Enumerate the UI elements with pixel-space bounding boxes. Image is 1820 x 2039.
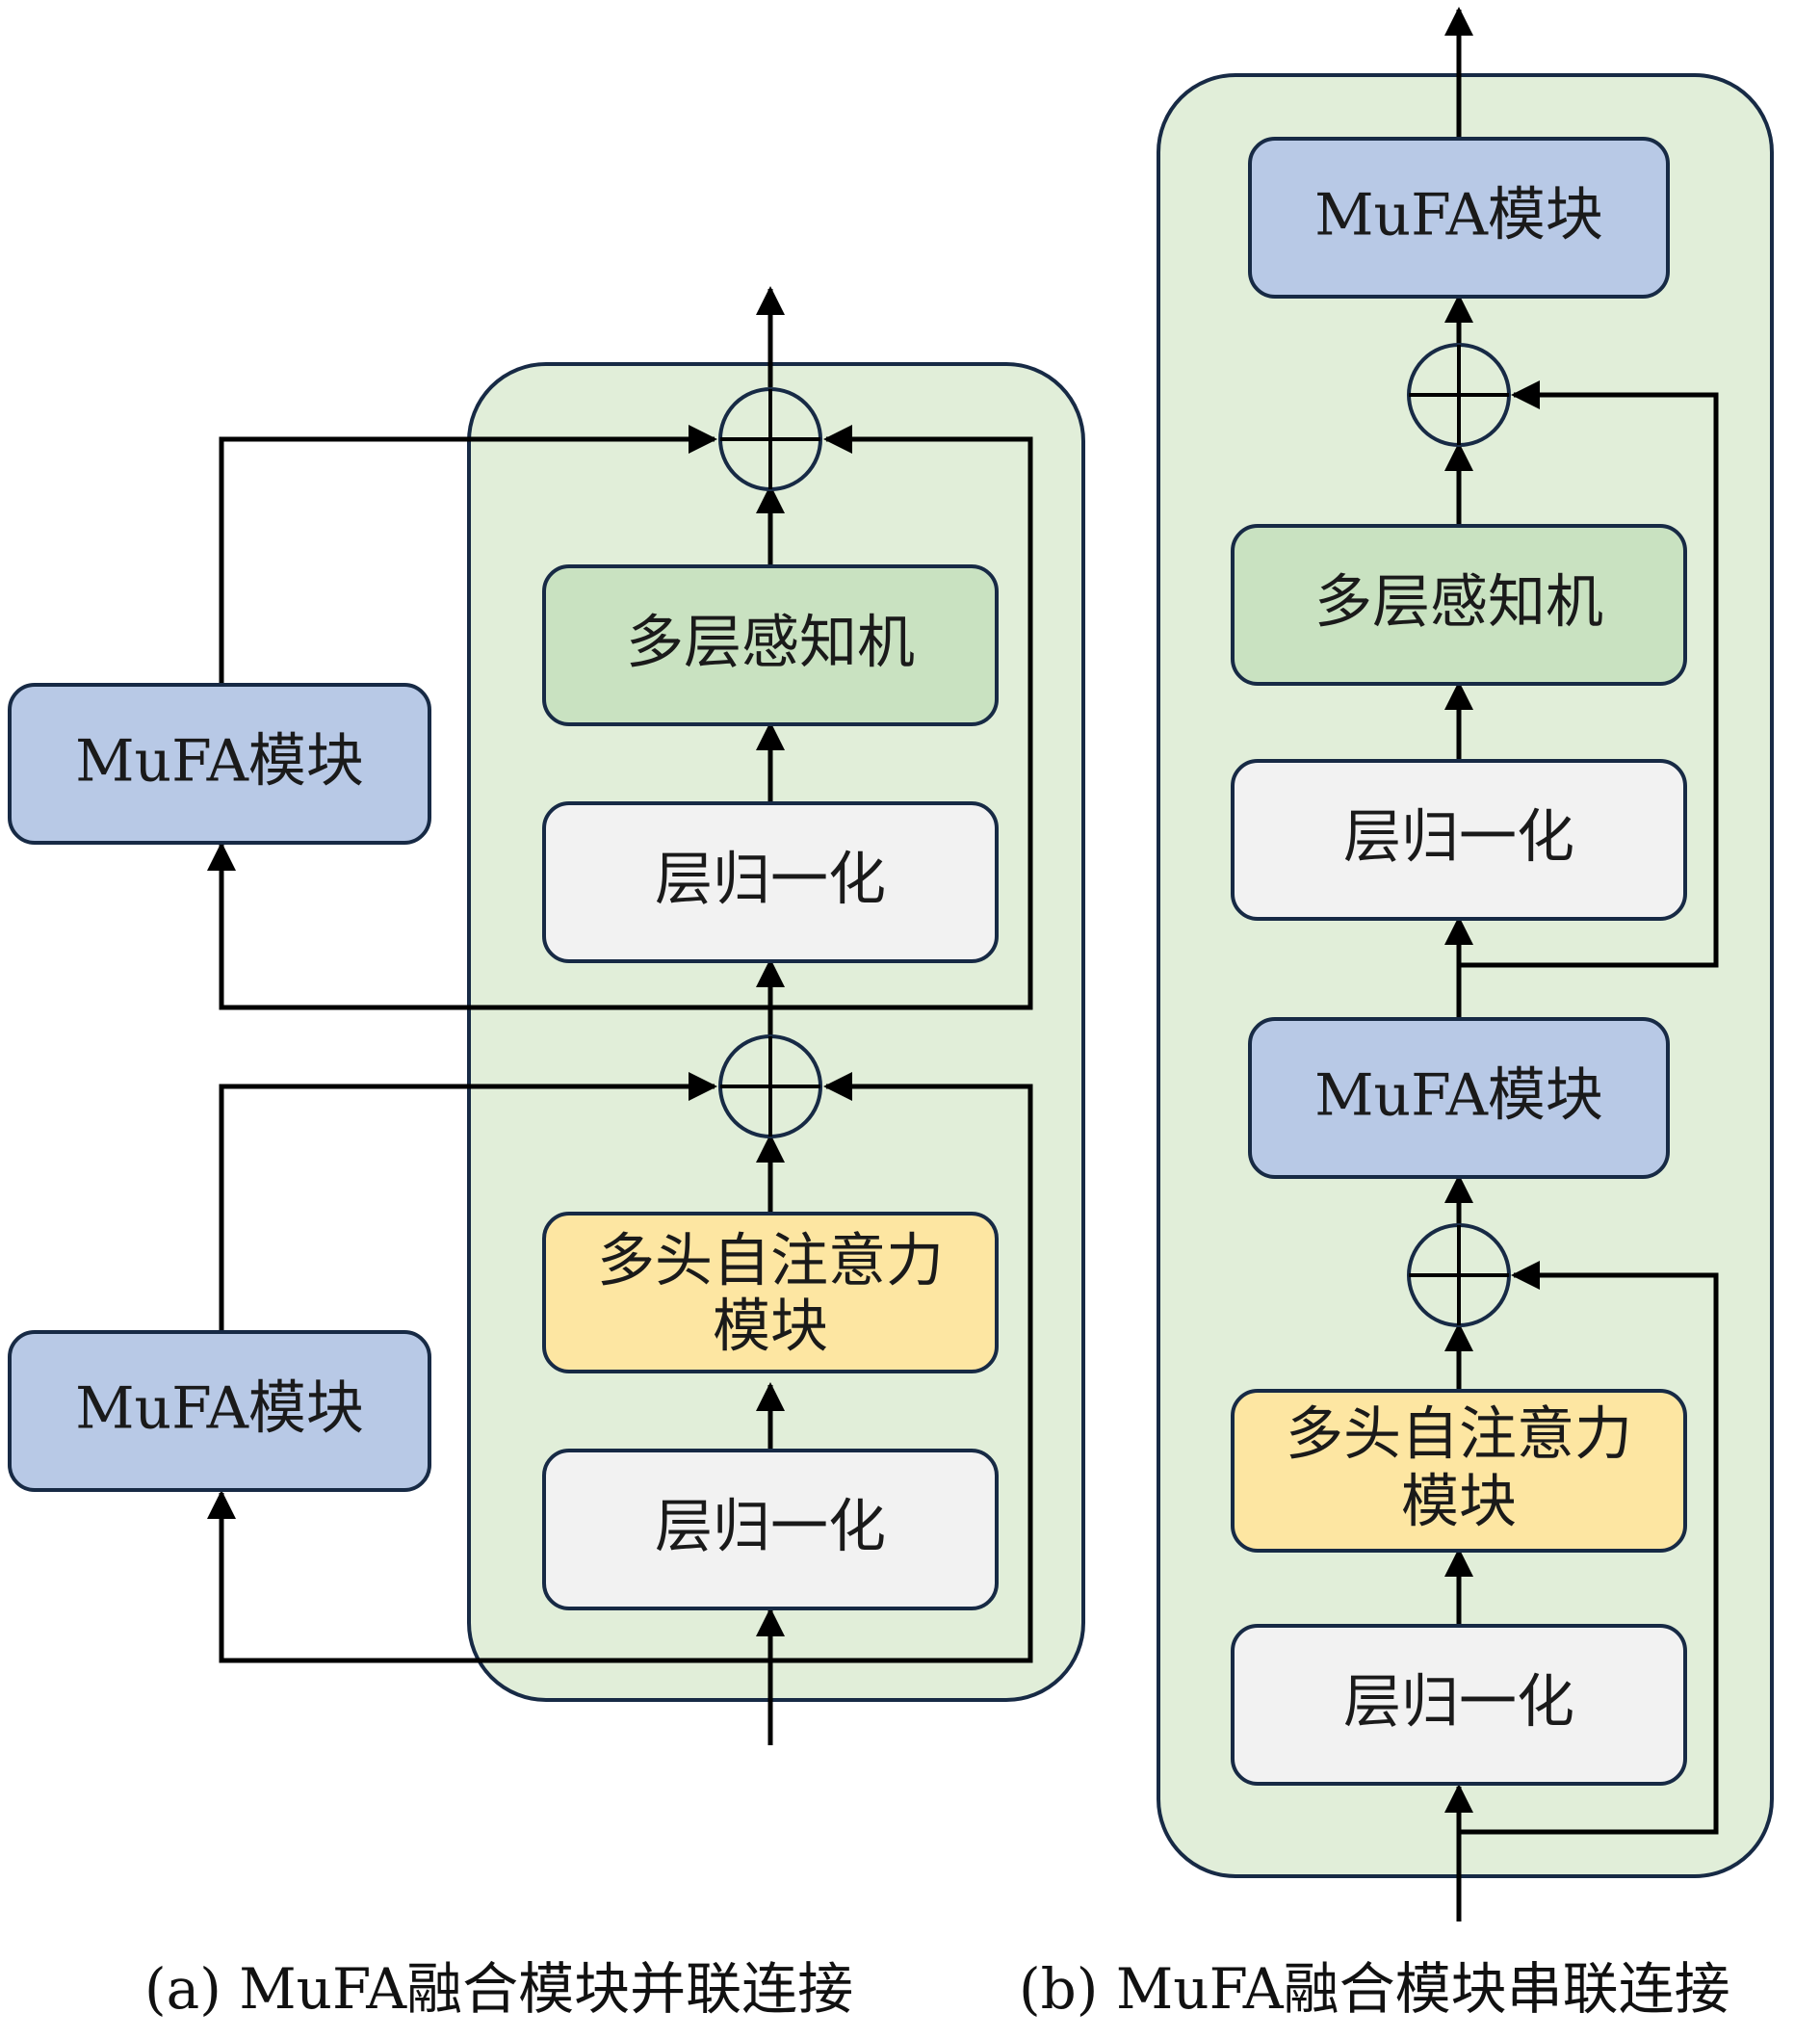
mlp-box-a <box>542 564 999 726</box>
norm-bottom-box-a <box>542 1449 999 1610</box>
panel-b: MuFA模块 多层感知机 层归一化 MuFA模块 多头自注意力 模块 层归一化 … <box>1019 7 1774 2022</box>
mufa-top-label-a: MuFA模块 <box>75 728 364 796</box>
add-node-top-b <box>1407 343 1511 447</box>
mufa-top-label-b: MuFA模块 <box>1314 182 1603 249</box>
mufa-mid-label-b: MuFA模块 <box>1314 1062 1603 1130</box>
attn-box-a <box>542 1212 999 1373</box>
branch-to-mufa-top-a <box>207 842 1030 1010</box>
mufa-bottom-to-add1-a <box>219 1072 717 1332</box>
attn-box-b <box>1231 1389 1687 1553</box>
panel-a: 多层感知机 层归一化 多头自注意力 模块 层归一化 MuFA模块 MuFA模块 … <box>8 286 1085 2022</box>
add-node-top-a <box>718 387 822 491</box>
caption-a: (a) MuFA融合模块并联连接 <box>144 1956 853 2022</box>
norm-bottom-label-b: 层归一化 <box>1343 1669 1574 1737</box>
mlp-box-b <box>1231 524 1687 686</box>
mlp-label-a: 多层感知机 <box>626 610 915 677</box>
mufa-bottom-label-a: MuFA模块 <box>75 1375 364 1443</box>
mufa-mid-box-b <box>1248 1017 1670 1179</box>
attn-label-line2-b: 模块 <box>1401 1469 1517 1536</box>
branch-to-mufa-bottom-a <box>207 1490 1030 1663</box>
add-node-bottom-b <box>1407 1223 1511 1327</box>
caption-b: (b) MuFA融合模块串联连接 <box>1019 1956 1730 2022</box>
norm-top-box-b <box>1231 759 1687 921</box>
norm-bottom-label-a: 层归一化 <box>655 1494 886 1561</box>
add-node-bottom-a <box>718 1034 822 1138</box>
residual-top-b <box>1459 380 1719 968</box>
mufa-top-box-a <box>8 683 431 845</box>
attn-label-line2-a: 模块 <box>713 1294 828 1361</box>
mufa-top-to-add2-a <box>219 425 717 685</box>
norm-bottom-box-b <box>1231 1624 1687 1786</box>
mufa-top-box-b <box>1248 137 1670 299</box>
residual-bottom-b <box>1459 1261 1719 1835</box>
attn-label-line1-b: 多头自注意力 <box>1286 1401 1632 1469</box>
norm-top-label-a: 层归一化 <box>655 847 886 914</box>
norm-top-box-a <box>542 801 999 963</box>
norm-top-label-b: 层归一化 <box>1343 804 1574 872</box>
mufa-bottom-box-a <box>8 1330 431 1492</box>
attn-label-line1-a: 多头自注意力 <box>597 1228 944 1295</box>
mlp-label-b: 多层感知机 <box>1314 569 1603 637</box>
